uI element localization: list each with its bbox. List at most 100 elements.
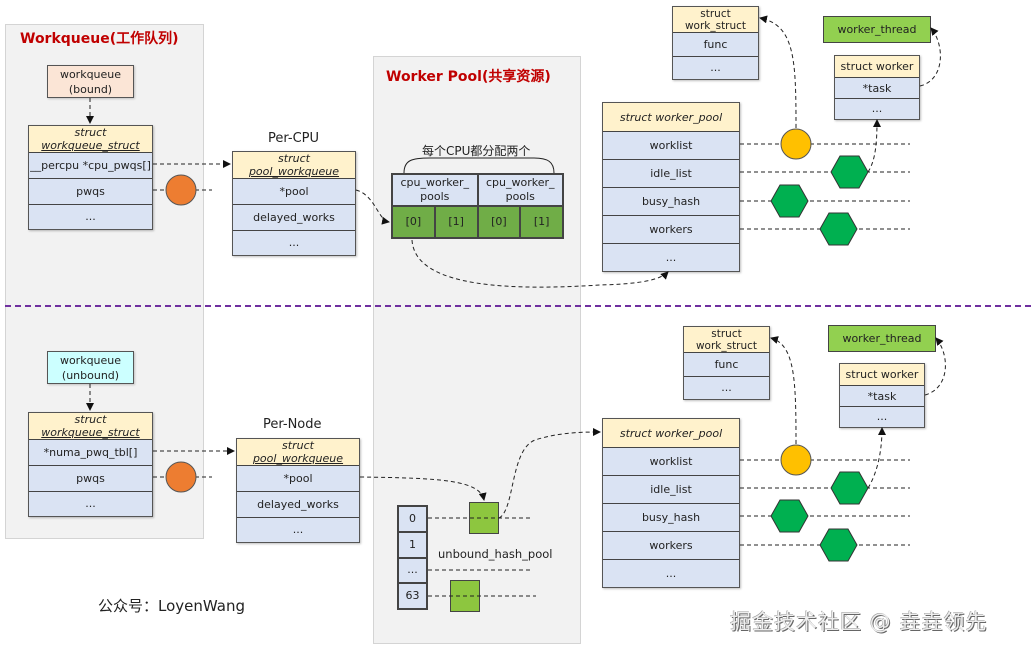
hash-index: 63 [398,583,427,609]
bound-pwq-field-delayed-works: delayed_works [233,204,355,230]
bound-pwq-header: struct pool_workqueue [233,152,355,178]
bound-workqueue-struct: struct workqueue_struct __percpu *cpu_pw… [28,125,153,230]
bound-wp-field-worklist: worklist [603,131,739,159]
bound-worklist-to-work [759,15,797,129]
hash-index: 0 [398,506,427,532]
bound-work-node-icon [780,128,812,160]
bound-work-struct-field-more: ... [673,56,758,78]
bound-idle-to-worker [867,119,881,173]
unbound-worker-hexagon-icon [819,528,858,562]
unbound-worker-field-task: *task [840,385,924,406]
unbound-task-to-thread [924,337,946,396]
header-line: struct [278,152,310,165]
bound-worker-field-more: ... [835,98,919,118]
bound-pwq-node-icon [165,174,197,206]
pool-to-hash-entry [359,476,487,501]
bound-worker-header: struct worker [835,56,919,77]
cpu-worker-pools-grid: cpu_worker_ pools cpu_worker_ pools [0] … [391,173,564,239]
unbound-wq-field-more: ... [29,491,152,515]
bound-worker-field-task: *task [835,77,919,98]
bound-worker-hexagon-icon [819,212,858,246]
bound-wp-field-workers: workers [603,215,739,243]
unbound-wp-field-workers: workers [603,531,739,559]
group-line: pools [505,190,535,203]
bound-work-struct-header: struct work_struct [673,7,758,32]
bound-pwq-field-pool: *pool [233,178,355,204]
workqueue-unbound-box: workqueue(unbound) [47,351,134,384]
cpu-pools-brace [403,157,555,174]
unbound-wp-field-worklist: worklist [603,447,739,475]
header-line: work_struct [684,19,747,32]
unbound-wq-field-numa-pwq-tbl: *numa_pwq_tbl[] [29,439,152,465]
unbound-wp-field-more: ... [603,559,739,586]
unbound-worker-field-more: ... [840,406,924,426]
header-line: struct [74,126,107,139]
bound-wp-field-idle-list: idle_list [603,159,739,187]
unbound-wq-field-pwqs: pwqs [29,465,152,491]
unbound-pwq-field-delayed-works: delayed_works [237,491,359,517]
unbound-busy-worker-hexagon-icon [770,499,809,533]
cpu-pools-brace-label: 每个CPU都分配两个 [422,144,531,158]
header-line: struct [282,439,314,452]
workqueue-bound-line1: workqueue [59,67,122,81]
per-cpu-label: Per-CPU [268,131,320,146]
bound-pool-workqueue: struct pool_workqueue *pool delayed_work… [232,151,356,256]
header-line: pool_workqueue [248,165,340,178]
header-line: work_struct [695,339,758,352]
credit-text: 公众号：LoyenWang [98,597,245,615]
bound-wp-field-busy-hash: busy_hash [603,187,739,215]
unbound-wq-struct-header: struct workqueue_struct [29,413,152,439]
unbound-worker-pool: struct worker_pool worklist idle_list bu… [602,418,740,588]
worker-pool-panel-title: Worker Pool(共享资源) [386,69,551,85]
workqueue-panel-title: Workqueue(工作队列) [20,31,179,47]
bound-work-struct: struct work_struct func ... [672,6,759,80]
header-line: pool_workqueue [252,452,344,465]
unbound-pool-workqueue: struct pool_workqueue *pool delayed_work… [236,438,360,543]
unbound-worklist-to-work [770,336,797,445]
pool-to-cpu-pools [355,189,390,225]
cpu-worker-pools-group: cpu_worker_ pools [477,174,563,206]
workqueue-bound-box: workqueue(bound) [47,65,134,98]
bound-wq-struct-header: struct workqueue_struct [29,126,152,152]
unbound-worker-thread: worker_thread [828,325,936,352]
unbound-work-struct-header: struct work_struct [684,327,769,352]
unbound-pwq-field-pool: *pool [237,465,359,491]
group-line: cpu_worker_ [485,176,555,189]
cpu-worker-pools-group: cpu_worker_ pools [392,174,478,206]
unbound-pwq-node-icon [165,461,197,493]
unbound-work-struct-field-func: func [684,352,769,376]
workqueue-unbound-line2: (unbound) [61,368,120,382]
unbound-struct-worker: struct worker *task ... [839,363,925,428]
unbound-work-struct: struct work_struct func ... [683,326,770,400]
cpu-pool-index: [0] [392,206,435,238]
unbound-idle-worker-hexagon-icon [830,471,869,505]
bound-wq-field-more: ... [29,204,152,228]
unbound-work-node-icon [780,444,812,476]
header-line: workqueue_struct [41,139,140,152]
cpu-pool-index: [1] [434,206,478,238]
unbound-pwq-header: struct pool_workqueue [237,439,359,465]
header-line: struct [74,413,107,426]
header-line: struct [700,7,731,20]
unbound-workqueue-struct: struct workqueue_struct *numa_pwq_tbl[] … [28,412,153,517]
header-line: struct [711,327,742,340]
bound-wq-field-cpu-pwqs: __percpu *cpu_pwqs[] [29,152,152,178]
hash-entry-to-worker-pool [498,428,601,519]
cpu-pool-index: [1] [520,206,563,238]
per-node-label: Per-Node [263,417,322,432]
bound-wq-field-pwqs: pwqs [29,178,152,204]
bound-task-to-thread [919,27,941,87]
unbound-hash-table: 0 1 ... 63 [397,505,428,610]
group-line: pools [420,190,450,203]
workqueue-unbound-line1: workqueue [59,353,122,367]
header-line: workqueue_struct [41,426,140,439]
workqueue-bound-line2: (bound) [68,82,113,96]
bound-worker-pool: struct worker_pool worklist idle_list bu… [602,102,740,272]
watermark-text: 掘金技术社区 @ 垚垚领先 [730,610,988,634]
hash-index: ... [398,557,427,584]
bound-work-struct-field-func: func [673,32,758,56]
cpu-pool-to-worker-pool [411,239,669,288]
unbound-hash-pool-label: unbound_hash_pool [438,547,553,561]
hash-index: 1 [398,531,427,558]
